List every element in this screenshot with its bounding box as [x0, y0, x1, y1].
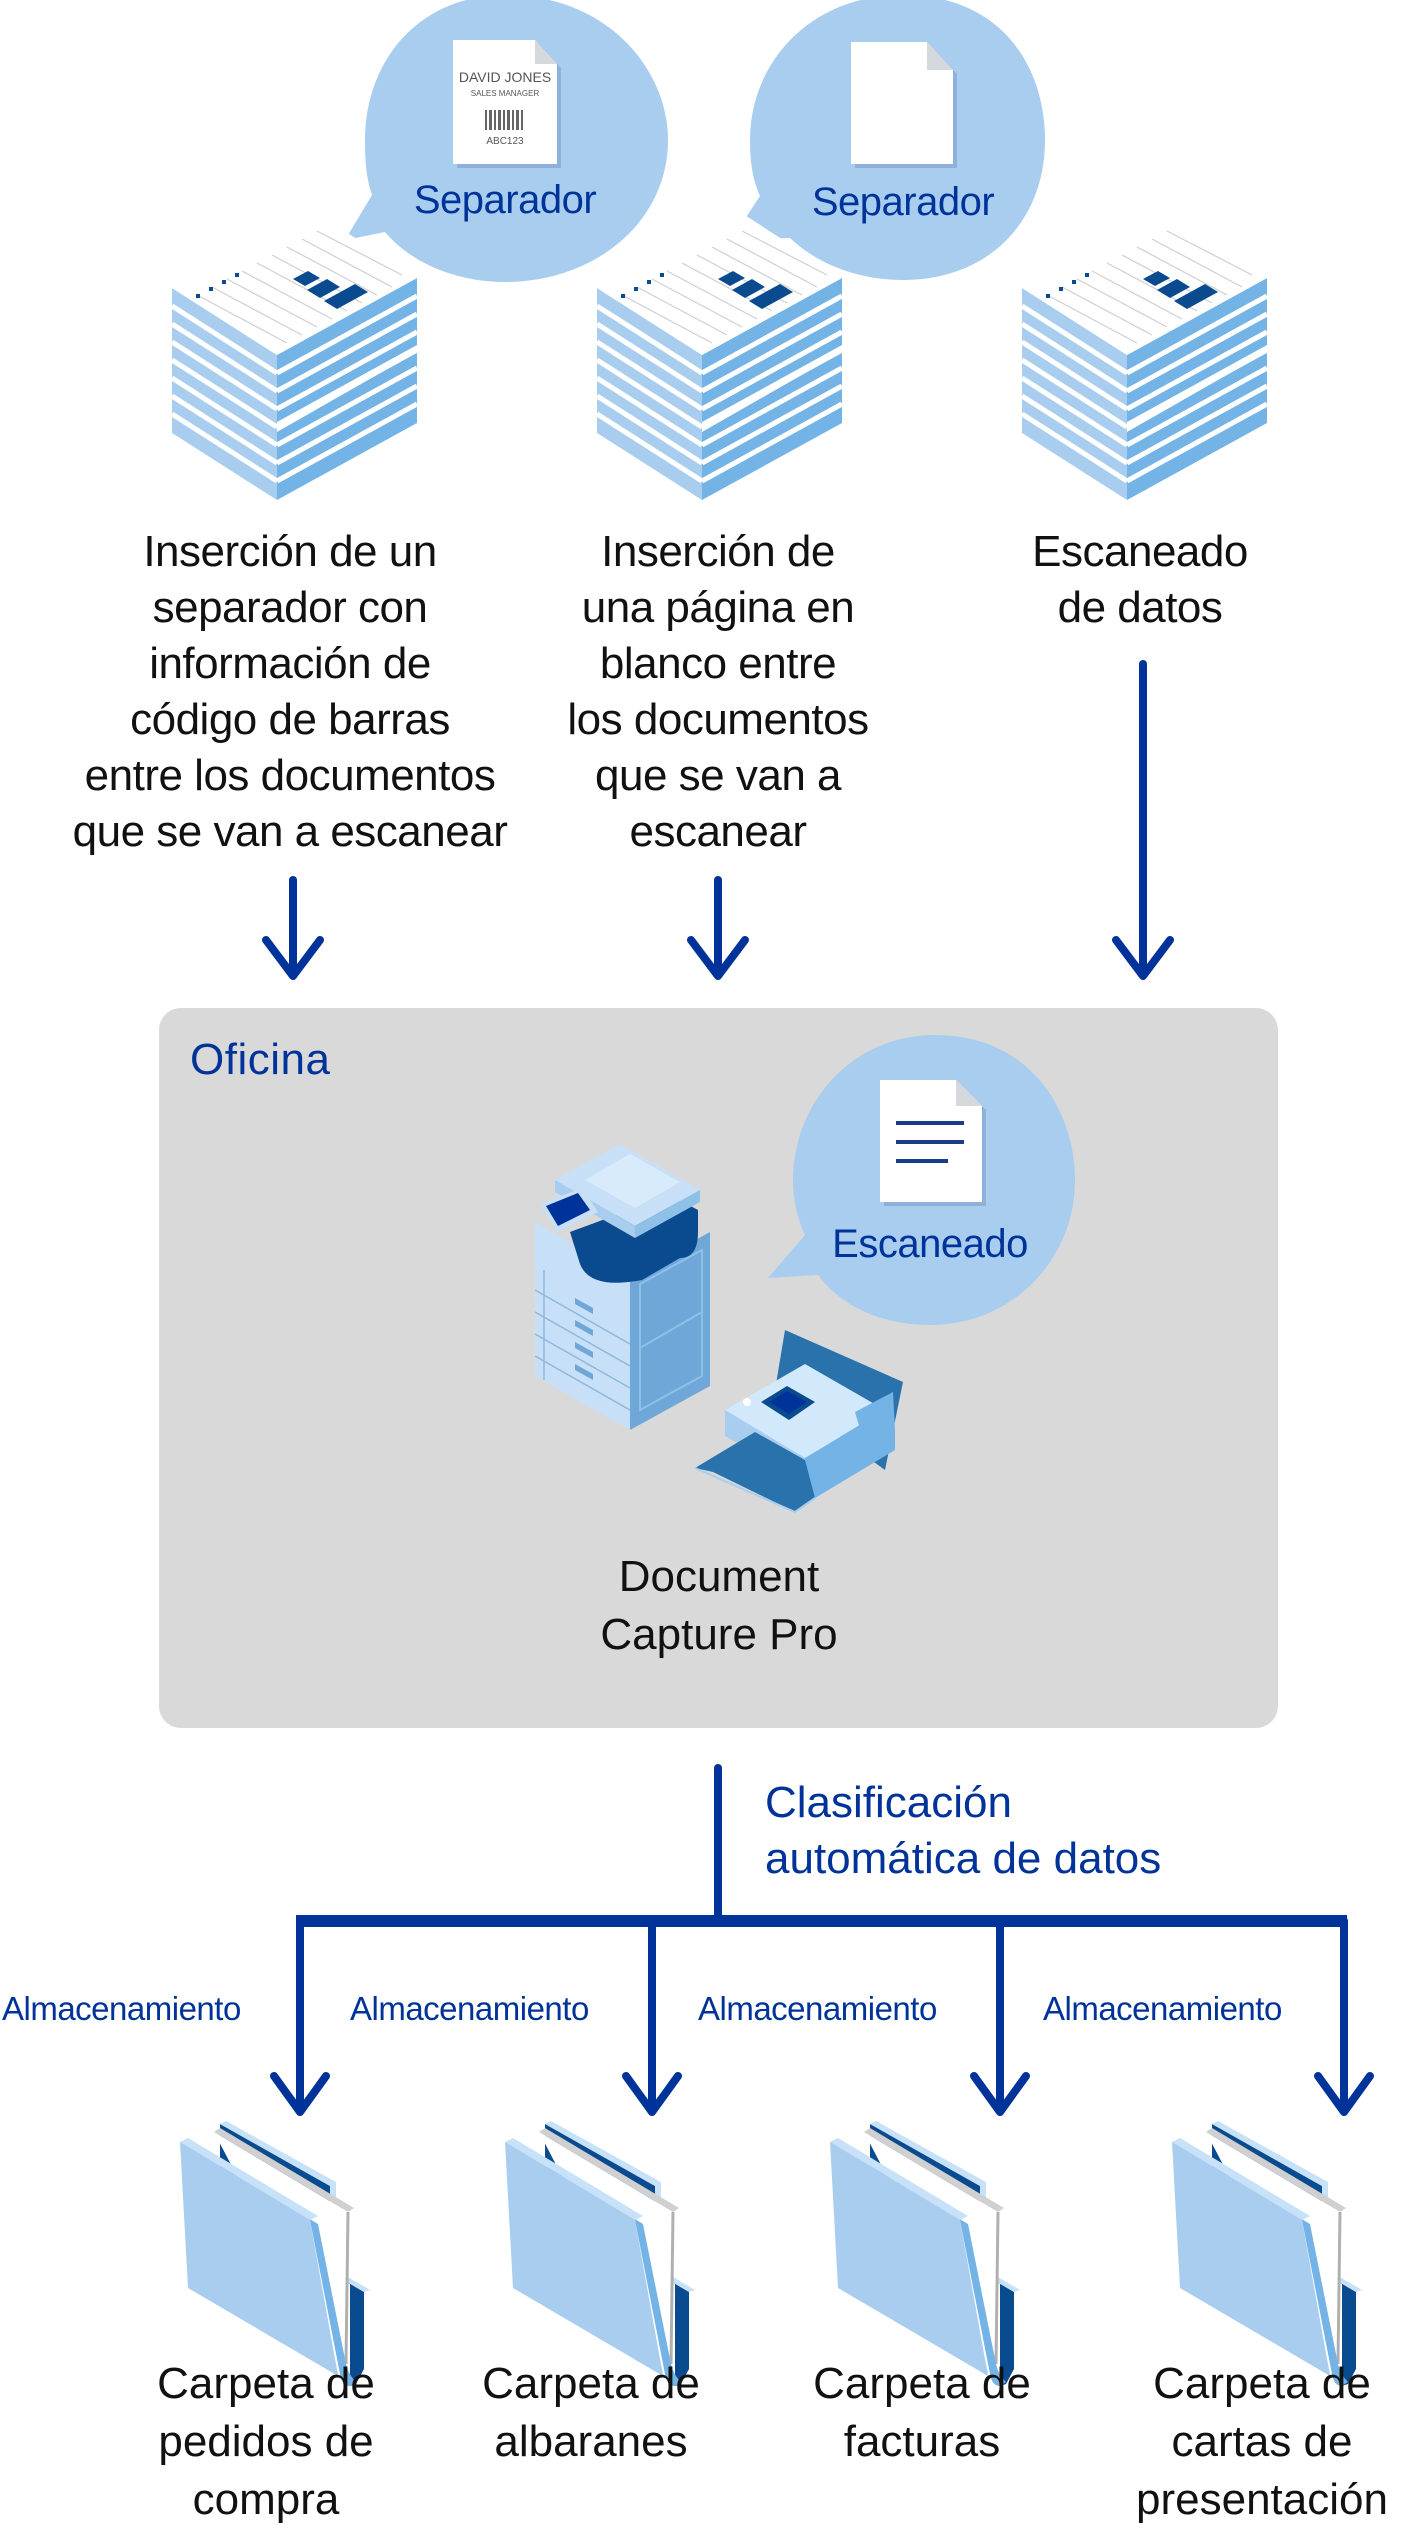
step-description-2: Inserción de una página en blanco entre …: [567, 527, 869, 856]
step-description-3: Escaneado de datos: [1032, 527, 1248, 632]
folder-label-2: Carpeta de albaranes: [482, 2359, 700, 2466]
storage-label-1: Almacenamiento: [2, 1990, 241, 2027]
product-label: Document Capture Pro: [600, 1552, 838, 1659]
folder-icon-4: [1170, 2119, 1364, 2388]
arrow-down-icon-store-3: [970, 1917, 1030, 2116]
classification-tree: [270, 1764, 1374, 2116]
folder-icon-3: [828, 2119, 1022, 2388]
folder-icon-1: [178, 2119, 372, 2388]
folder-label-4: Carpeta de cartas de presentación: [1136, 2359, 1388, 2524]
multifunction-printer-icon: [534, 1144, 710, 1430]
step-description-1: Inserción de un separador con informació…: [72, 527, 508, 856]
folder-label-1: Carpeta de pedidos de compra: [157, 2359, 375, 2524]
office-panel: [159, 1008, 1278, 1728]
arrow-down-icon-2: [687, 876, 749, 980]
down-arrows-to-office: [262, 660, 1174, 980]
arrow-down-icon-store-4: [1314, 1917, 1374, 2116]
folder-label-3: Carpeta de facturas: [813, 2359, 1031, 2466]
office-label: Oficina: [190, 1035, 331, 1084]
storage-label-2: Almacenamiento: [350, 1990, 589, 2027]
card-code: ABC123: [486, 136, 524, 147]
arrow-down-icon-store-1: [270, 1917, 330, 2116]
bubble-label-scanned: Escaneado: [832, 1222, 1028, 1266]
storage-label-3: Almacenamiento: [698, 1990, 937, 2027]
arrow-down-icon-store-2: [622, 1917, 682, 2116]
document-scanner-icon: [694, 1330, 903, 1514]
barcode-separator-sheet-icon: DAVID JONES SALES MANAGER ABC123: [453, 40, 561, 168]
folder-icon-2: [503, 2119, 697, 2388]
card-title: SALES MANAGER: [470, 89, 540, 98]
card-name: DAVID JONES: [458, 69, 552, 85]
arrow-down-icon-3: [1112, 660, 1174, 980]
scanned-document-icon: [880, 1080, 986, 1206]
storage-label-4: Almacenamiento: [1043, 1990, 1282, 2027]
classification-label: Clasificación automática de datos: [765, 1778, 1162, 1883]
arrow-down-icon-1: [262, 876, 324, 980]
blank-page-icon: [851, 42, 957, 168]
bubble-label-separator-1: Separador: [413, 178, 597, 222]
bubble-label-separator-2: Separador: [811, 180, 995, 224]
